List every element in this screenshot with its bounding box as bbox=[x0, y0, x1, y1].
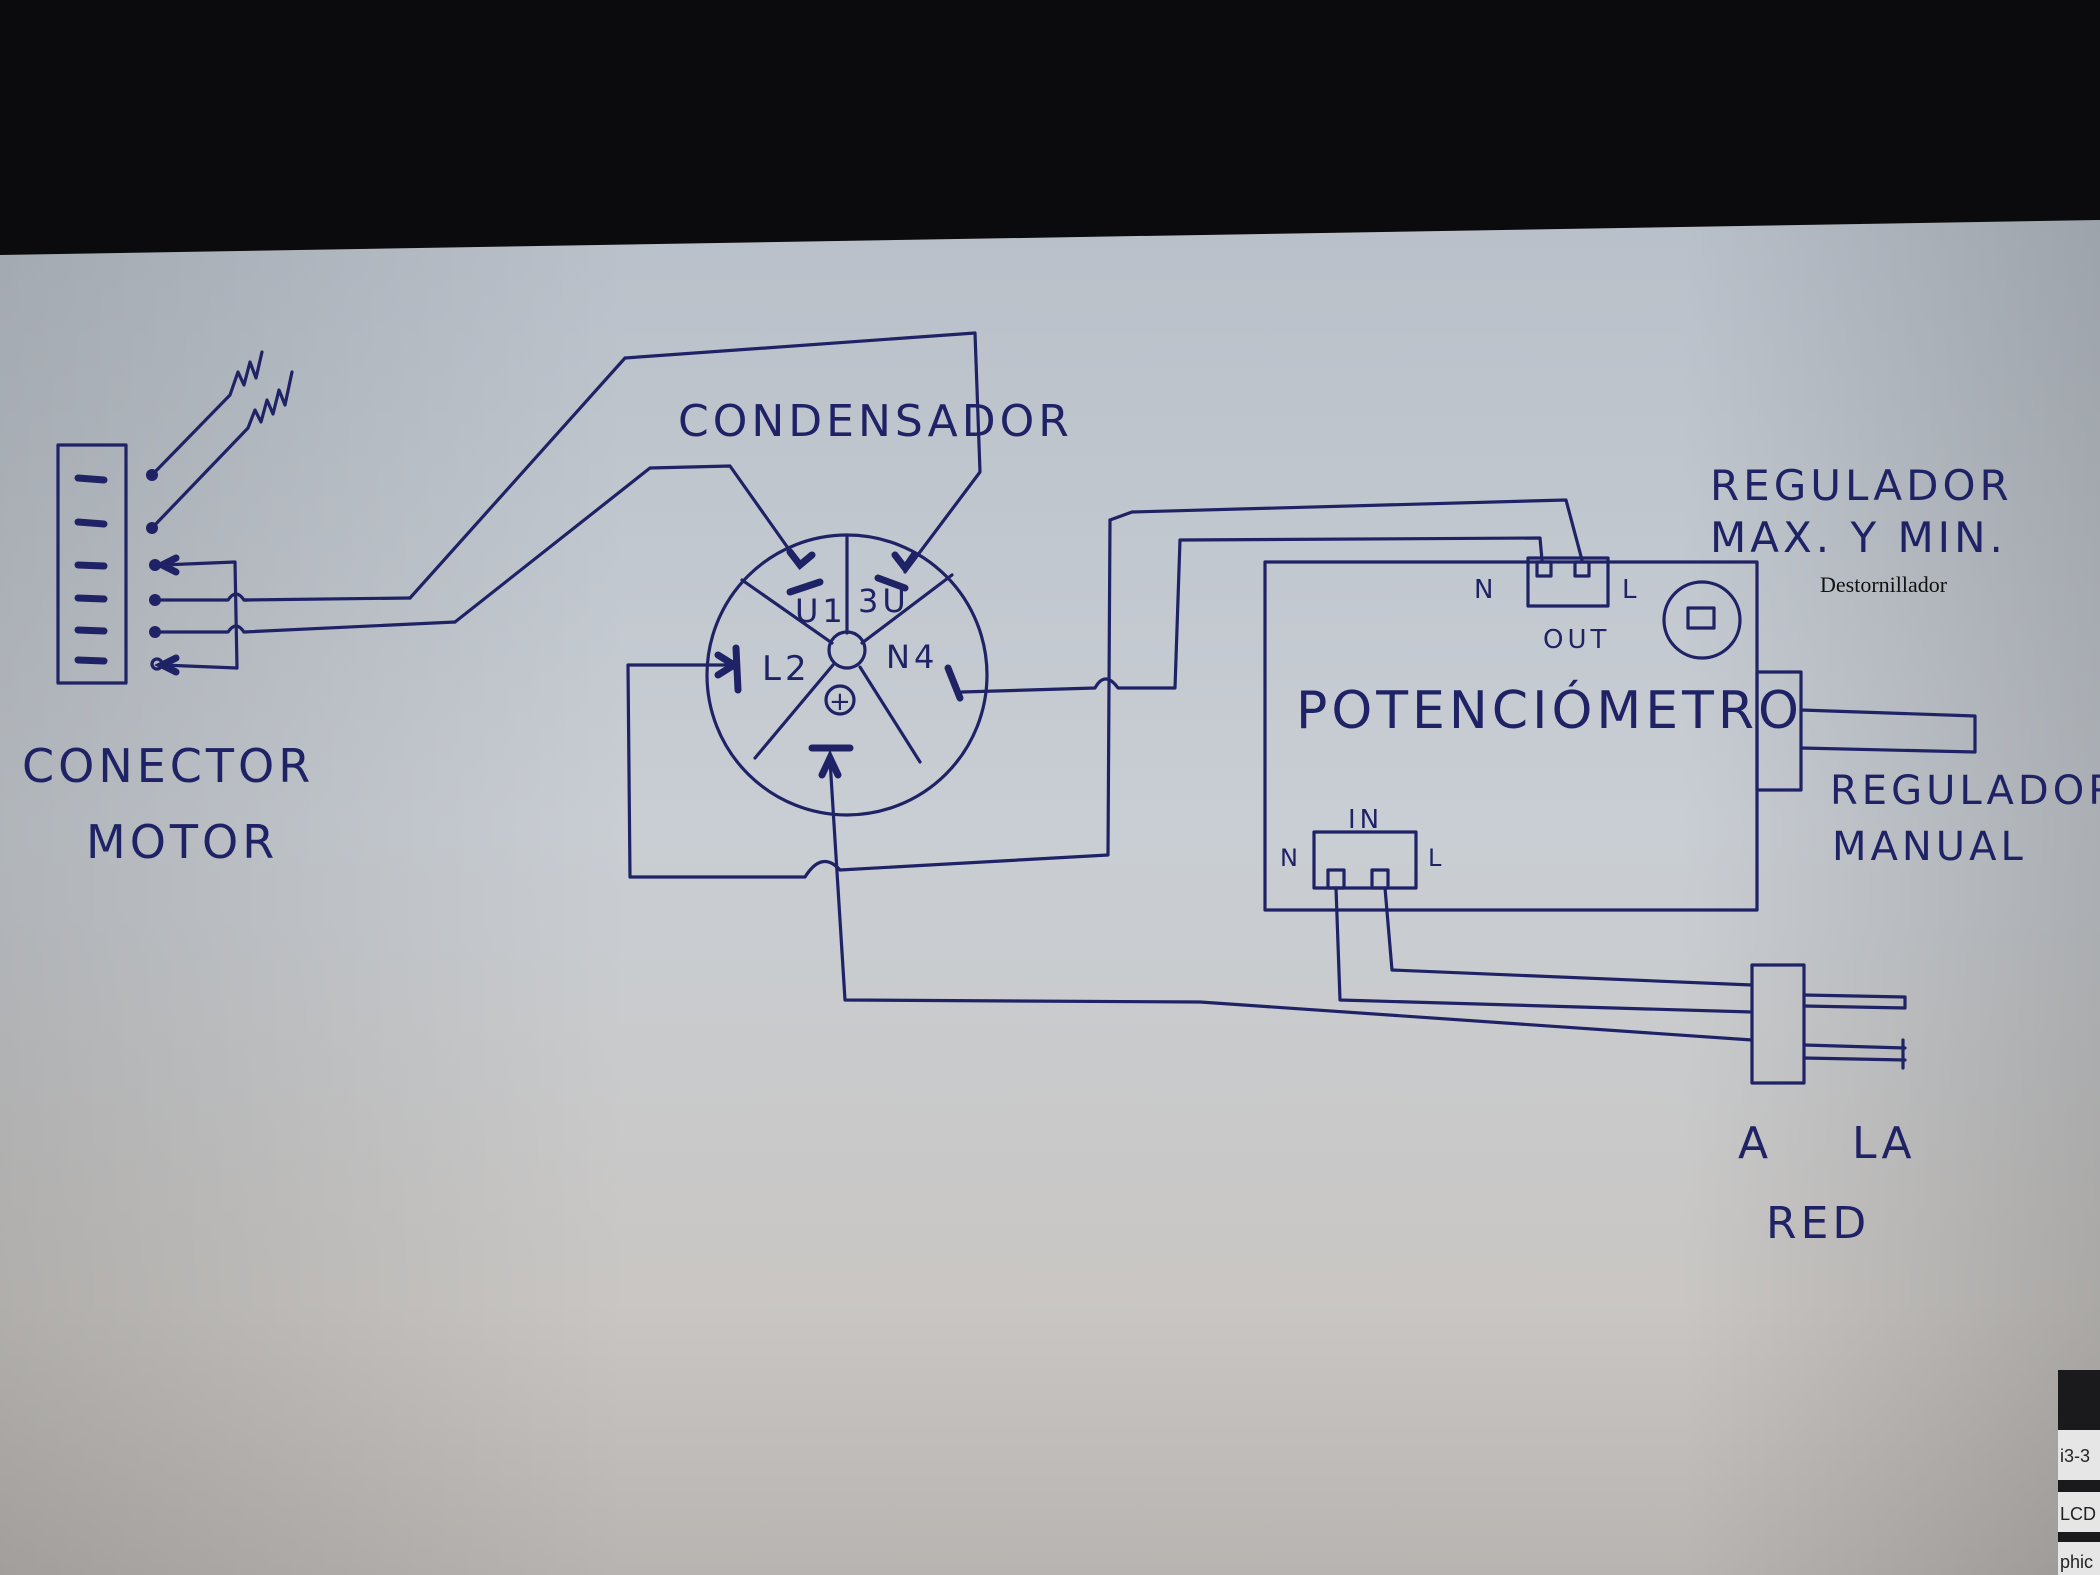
side-tab-label-2: LCD bbox=[2060, 1504, 2096, 1524]
rotary-switch bbox=[705, 533, 989, 817]
in-l-label: L bbox=[1428, 844, 1445, 872]
out-label: OUT bbox=[1543, 625, 1610, 655]
segment-3u: 3U bbox=[858, 582, 910, 620]
n4-out-wire bbox=[960, 536, 1544, 694]
in-pin-l bbox=[1370, 868, 1390, 890]
capacitor-inner-wire bbox=[453, 464, 802, 624]
regulador-maxmin-label-2: MAX. Y MIN. bbox=[1710, 513, 2007, 562]
out-terminal bbox=[1526, 556, 1610, 608]
red-label: RED bbox=[1766, 1198, 1870, 1249]
connector-leads bbox=[242, 596, 457, 634]
plus-wire bbox=[828, 758, 1754, 1042]
out-pin-l bbox=[1573, 560, 1591, 578]
segment-plus: + bbox=[829, 687, 855, 717]
side-tab-3 bbox=[2058, 1542, 2100, 1575]
switch-arrowheads bbox=[714, 548, 918, 779]
regulador-manual-label-1: REGULADOR bbox=[1830, 768, 2100, 814]
capacitor-loop-wire bbox=[408, 331, 982, 600]
conector-label-1: CONECTOR bbox=[22, 739, 314, 793]
red-plug bbox=[1750, 963, 1907, 1085]
regulador-maxmin-label-1: REGULADOR bbox=[1710, 461, 2013, 510]
zigzag-wire-2 bbox=[150, 370, 294, 530]
out-n-label: N bbox=[1474, 575, 1497, 605]
knob-shaft bbox=[1799, 708, 1977, 754]
potenciometro-label: POTENCIÓMETRO bbox=[1296, 679, 1803, 741]
side-tab-label-1: i3-3 bbox=[2060, 1446, 2090, 1466]
conector-label-2: MOTOR bbox=[86, 815, 278, 869]
red-a-label: A bbox=[1738, 1118, 1772, 1169]
segment-n4: N4 bbox=[886, 638, 938, 676]
condensador-label: CONDENSADOR bbox=[678, 396, 1073, 447]
segment-l2: L2 bbox=[762, 649, 811, 689]
side-tab-2 bbox=[2058, 1492, 2100, 1532]
side-tab-1 bbox=[2058, 1430, 2100, 1480]
in-label: IN bbox=[1348, 805, 1383, 835]
top-out-wire bbox=[1108, 498, 1584, 562]
out-l-label: L bbox=[1622, 575, 1641, 605]
screw-adjust bbox=[1662, 580, 1742, 660]
red-la-label: LA bbox=[1852, 1118, 1916, 1169]
knob-mount bbox=[1755, 670, 1803, 792]
in-terminal bbox=[1312, 830, 1418, 890]
destornillador-label: Destornillador bbox=[1820, 572, 1948, 597]
screw-slot-icon bbox=[1686, 606, 1716, 630]
zigzag-wire-1 bbox=[150, 350, 264, 477]
in-red-wires bbox=[1334, 886, 1754, 1014]
l2-loop-wire bbox=[626, 518, 1112, 879]
segment-u1: U1 bbox=[795, 592, 847, 630]
side-tab-label-3: phic bbox=[2060, 1552, 2093, 1572]
regulador-manual-label-2: MANUAL bbox=[1832, 824, 2027, 870]
in-n-label: N bbox=[1280, 844, 1302, 872]
out-pin-n bbox=[1535, 560, 1553, 578]
connector-arrow-wires bbox=[160, 560, 239, 670]
connector-arrowheads bbox=[154, 554, 180, 676]
